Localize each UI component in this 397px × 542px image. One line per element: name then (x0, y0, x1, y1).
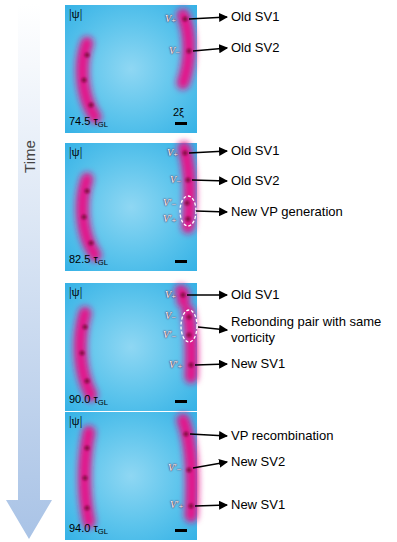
order-parameter-map (65, 5, 227, 133)
order-parameter-map (65, 412, 227, 540)
snapshot-panel: |ψ| V₊ V₋ V′₋ V′₊ 82.5 τGL (65, 143, 197, 271)
field-symbol: |ψ| (69, 7, 82, 21)
vortex-label: V′₊ (169, 359, 183, 370)
annotation-label: Old SV2 (231, 173, 393, 189)
time-stamp: 90.0 τGL (69, 393, 108, 405)
annotation-label: New SV2 (231, 454, 393, 470)
vortex-label: V₊ (165, 13, 176, 24)
vortex-label: V₋ (165, 310, 176, 321)
annotation-label: VP recombination (231, 428, 393, 444)
vortex-label: V′₊ (163, 213, 177, 224)
vortex-label: V′₋ (163, 329, 177, 340)
annotation-label: New VP generation (231, 204, 393, 220)
annotation-label: Old SV1 (231, 143, 393, 159)
annotation-label: Rebonding pair with same vorticity (231, 314, 393, 347)
vortex-label: V′₋ (163, 197, 177, 208)
time-stamp: 2ξ (173, 106, 184, 118)
annotation-label: New SV1 (231, 497, 393, 513)
time-stamp: 82.5 τGL (69, 253, 108, 265)
time-stamp: 74.5 τGL (69, 115, 108, 127)
vortex-label: V₊ (165, 289, 176, 300)
field-symbol: |ψ| (69, 285, 82, 299)
annotation-label: New SV1 (231, 356, 393, 372)
order-parameter-map (65, 143, 227, 271)
snapshot-panel: |ψ| V₊ V₋ V′₋ V′₊ 90.0 τGL (65, 283, 197, 411)
time-arrow: Time (6, 4, 52, 540)
vortex-label: V₋ (170, 174, 181, 185)
time-stamp: 94.0 τGL (69, 522, 108, 534)
annotation-label: Old SV1 (231, 9, 393, 25)
axis-label: Time (21, 140, 38, 173)
order-parameter-map (65, 283, 227, 411)
vortex-label: V₊ (167, 147, 178, 158)
vortex-label: V₋ (169, 45, 180, 56)
field-symbol: |ψ| (69, 145, 82, 159)
snapshot-panel: |ψ| V₊ V₋ 74.5 τGL 2ξ (65, 5, 197, 133)
time-arrow-shape (6, 4, 52, 540)
annotation-label: Old SV2 (231, 40, 393, 56)
vortex-label: V′₋ (168, 462, 182, 473)
annotation-label: Old SV1 (231, 287, 393, 303)
field-symbol: |ψ| (69, 414, 82, 428)
snapshot-panel: |ψ| V′₋ V′₊ 94.0 τGL (65, 412, 197, 540)
vortex-label: V′₊ (170, 499, 184, 510)
